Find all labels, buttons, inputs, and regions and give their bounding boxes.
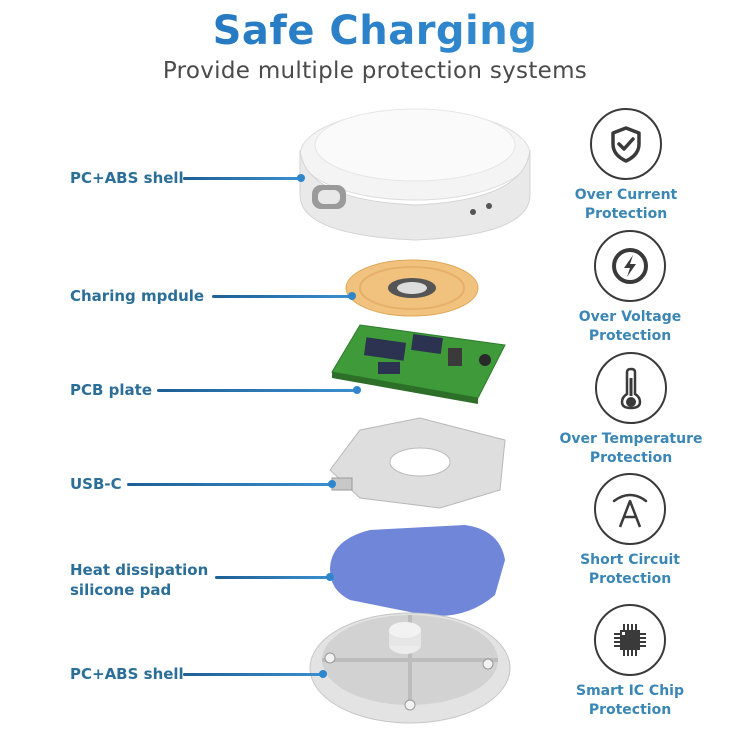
charging-module-image bbox=[345, 259, 479, 317]
ampere-arc-icon bbox=[612, 493, 648, 528]
leader-dot bbox=[326, 573, 334, 581]
feature-title: Over Voltage bbox=[578, 309, 682, 325]
label-pcb-plate: PCB plate bbox=[70, 381, 153, 399]
leader-line bbox=[215, 576, 330, 579]
leader-line bbox=[183, 177, 300, 180]
feature-title: Over Current bbox=[574, 187, 678, 203]
leader-dot bbox=[328, 480, 336, 488]
label-usb-c: USB-C bbox=[70, 475, 122, 493]
bottom-shell-image bbox=[309, 612, 511, 724]
feature-icon-circle bbox=[590, 108, 662, 180]
leader-line bbox=[183, 673, 323, 676]
page-title: Safe Charging bbox=[0, 8, 750, 54]
leader-line bbox=[157, 389, 357, 392]
label-charging-module: Charing mpdule bbox=[70, 287, 205, 305]
feature-over-voltage: Over Voltage Protection bbox=[545, 230, 715, 346]
thermometer-icon bbox=[620, 367, 642, 410]
usb-c-metal-plate-image bbox=[329, 417, 506, 509]
label-silicone-pad-line2: silicone pad bbox=[70, 581, 172, 599]
label-top-shell: PC+ABS shell bbox=[70, 169, 184, 187]
exploded-product-diagram bbox=[299, 108, 531, 724]
label-silicone-pad: Heat dissipation silicone pad bbox=[70, 560, 208, 600]
feature-subtitle: Protection bbox=[584, 206, 668, 222]
feature-title: Short Circuit bbox=[580, 552, 680, 568]
silicone-pad-image bbox=[330, 525, 505, 616]
feature-subtitle: Protection bbox=[589, 450, 673, 466]
feature-subtitle: Protection bbox=[588, 328, 672, 344]
leader-dot bbox=[353, 386, 361, 394]
feature-title: Over Temperature bbox=[559, 431, 703, 447]
page-subtitle: Provide multiple protection systems bbox=[162, 58, 588, 84]
feature-icon-circle bbox=[594, 230, 666, 302]
feature-subtitle: Protection bbox=[588, 571, 672, 587]
feature-over-temperature: Over Temperature Protection bbox=[546, 352, 716, 468]
feature-smart-ic-chip: Smart IC Chip Protection bbox=[545, 604, 715, 720]
feature-short-circuit: Short Circuit Protection bbox=[545, 473, 715, 589]
label-bottom-shell: PC+ABS shell bbox=[70, 665, 184, 683]
label-silicone-pad-line1: Heat dissipation bbox=[70, 561, 209, 579]
leader-dot bbox=[319, 670, 327, 678]
shield-check-icon bbox=[611, 126, 641, 163]
leader-line bbox=[127, 483, 332, 486]
leader-line bbox=[212, 295, 352, 298]
feature-icon-circle bbox=[594, 473, 666, 545]
top-shell-image bbox=[299, 108, 531, 241]
ic-chip-icon bbox=[614, 624, 646, 656]
feature-title: Smart IC Chip bbox=[575, 683, 684, 699]
leader-dot bbox=[297, 174, 305, 182]
feature-over-current: Over Current Protection bbox=[541, 108, 711, 224]
leader-dot bbox=[348, 292, 356, 300]
feature-icon-circle bbox=[595, 352, 667, 424]
feature-subtitle: Protection bbox=[588, 702, 672, 718]
lightning-bolt-icon bbox=[612, 248, 648, 284]
feature-icon-circle bbox=[594, 604, 666, 676]
pcb-plate-image bbox=[331, 324, 506, 404]
